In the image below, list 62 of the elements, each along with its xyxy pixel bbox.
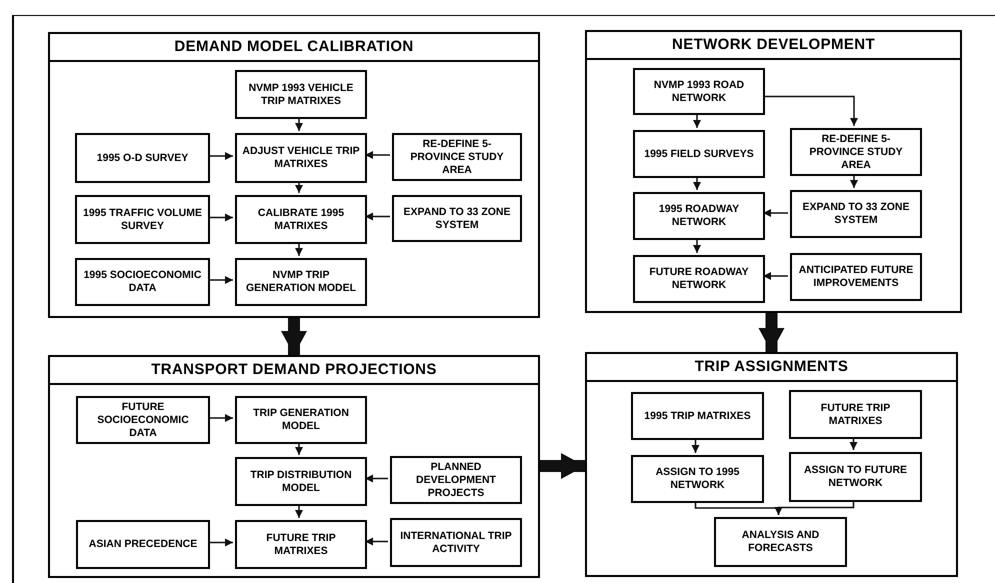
- process-box: ANALYSIS AND FORECASTS: [714, 517, 847, 567]
- arrow: [208, 538, 233, 546]
- process-box: FUTURE ROADWAY NETWORK: [633, 255, 765, 303]
- process-box: TRIP GENERATION MODEL: [235, 396, 367, 444]
- arrow: [763, 96, 858, 126]
- arrow: [763, 209, 788, 217]
- panel-title: NETWORK DEVELOPMENT: [587, 32, 960, 60]
- arrow: [365, 538, 388, 546]
- arrow: [692, 438, 700, 453]
- process-box: 1995 O-D SURVEY: [75, 133, 210, 183]
- process-box: FUTURE TRIP MATRIXES: [789, 390, 922, 439]
- process-box: NVMP 1993 ROAD NETWORK: [633, 68, 765, 115]
- process-box: EXPAND TO 33 ZONE SYSTEM: [790, 190, 922, 238]
- process-box: RE-DEFINE 5-PROVINCE STUDY AREA: [790, 128, 922, 176]
- process-box: 1995 SOCIOECONOMIC DATA: [75, 258, 210, 306]
- arrow: [850, 174, 858, 188]
- process-box: INTERNATIONAL TRIP ACTIVITY: [390, 518, 522, 567]
- panel-title: DEMAND MODEL CALIBRATION: [50, 34, 538, 62]
- process-box: 1995 TRAFFIC VOLUME SURVEY: [75, 195, 210, 244]
- process-box: 1995 FIELD SURVEYS: [633, 130, 765, 178]
- arrow: [693, 238, 701, 253]
- process-box: RE-DEFINE 5-PROVINCE STUDY AREA: [392, 133, 522, 181]
- section-panel: [48, 355, 540, 578]
- section-panel: [585, 30, 962, 313]
- arrow: [208, 214, 233, 222]
- arrow: [208, 414, 233, 422]
- arrow: [208, 152, 233, 160]
- process-box: NVMP 1993 VEHICLE TRIP MATRIXES: [235, 70, 367, 119]
- process-box: CALIBRATE 1995 MATRIXES: [235, 195, 367, 244]
- arrow: [295, 117, 303, 131]
- panel-title: TRIP ASSIGNMENTS: [587, 354, 956, 382]
- process-box: TRIP DISTRIBUTION MODEL: [235, 457, 367, 506]
- arrow: [365, 151, 390, 159]
- process-box: EXPAND TO 33 ZONE SYSTEM: [392, 195, 522, 242]
- process-box: FUTURE TRIP MATRIXES: [235, 520, 367, 569]
- block-arrow: [758, 313, 784, 352]
- section-panel: [48, 32, 540, 318]
- process-box: ASIAN PRECEDENCE: [76, 520, 210, 569]
- process-box: ADJUST VEHICLE TRIP MATRIXES: [235, 133, 367, 183]
- process-box: NVMP TRIP GENERATION MODEL: [235, 258, 367, 306]
- arrow: [850, 437, 858, 450]
- arrow: [693, 176, 701, 190]
- process-box: ANTICIPATED FUTURE IMPROVEMENTS: [790, 253, 922, 301]
- arrow: [208, 276, 233, 284]
- process-box: ASSIGN TO 1995 NETWORK: [631, 455, 764, 503]
- arrow: [763, 272, 788, 280]
- arrow: [295, 242, 303, 256]
- process-box: ASSIGN TO FUTURE NETWORK: [789, 452, 922, 502]
- process-box: FUTURE SOCIOECONOMIC DATA: [76, 396, 210, 444]
- process-box: PLANNED DEVELOPMENT PROJECTS: [390, 456, 522, 504]
- section-panel: [585, 352, 958, 577]
- arrow: [365, 474, 388, 482]
- arrow: [295, 504, 303, 518]
- arrow: [774, 500, 854, 515]
- panel-title: TRANSPORT DEMAND PROJECTIONS: [50, 357, 538, 385]
- process-box: 1995 TRIP MATRIXES: [631, 392, 764, 440]
- block-arrow: [540, 453, 585, 479]
- arrow: [693, 113, 701, 128]
- arrow: [365, 212, 390, 220]
- arrow: [295, 442, 303, 455]
- process-box: 1995 ROADWAY NETWORK: [633, 192, 765, 240]
- block-arrow: [281, 318, 307, 355]
